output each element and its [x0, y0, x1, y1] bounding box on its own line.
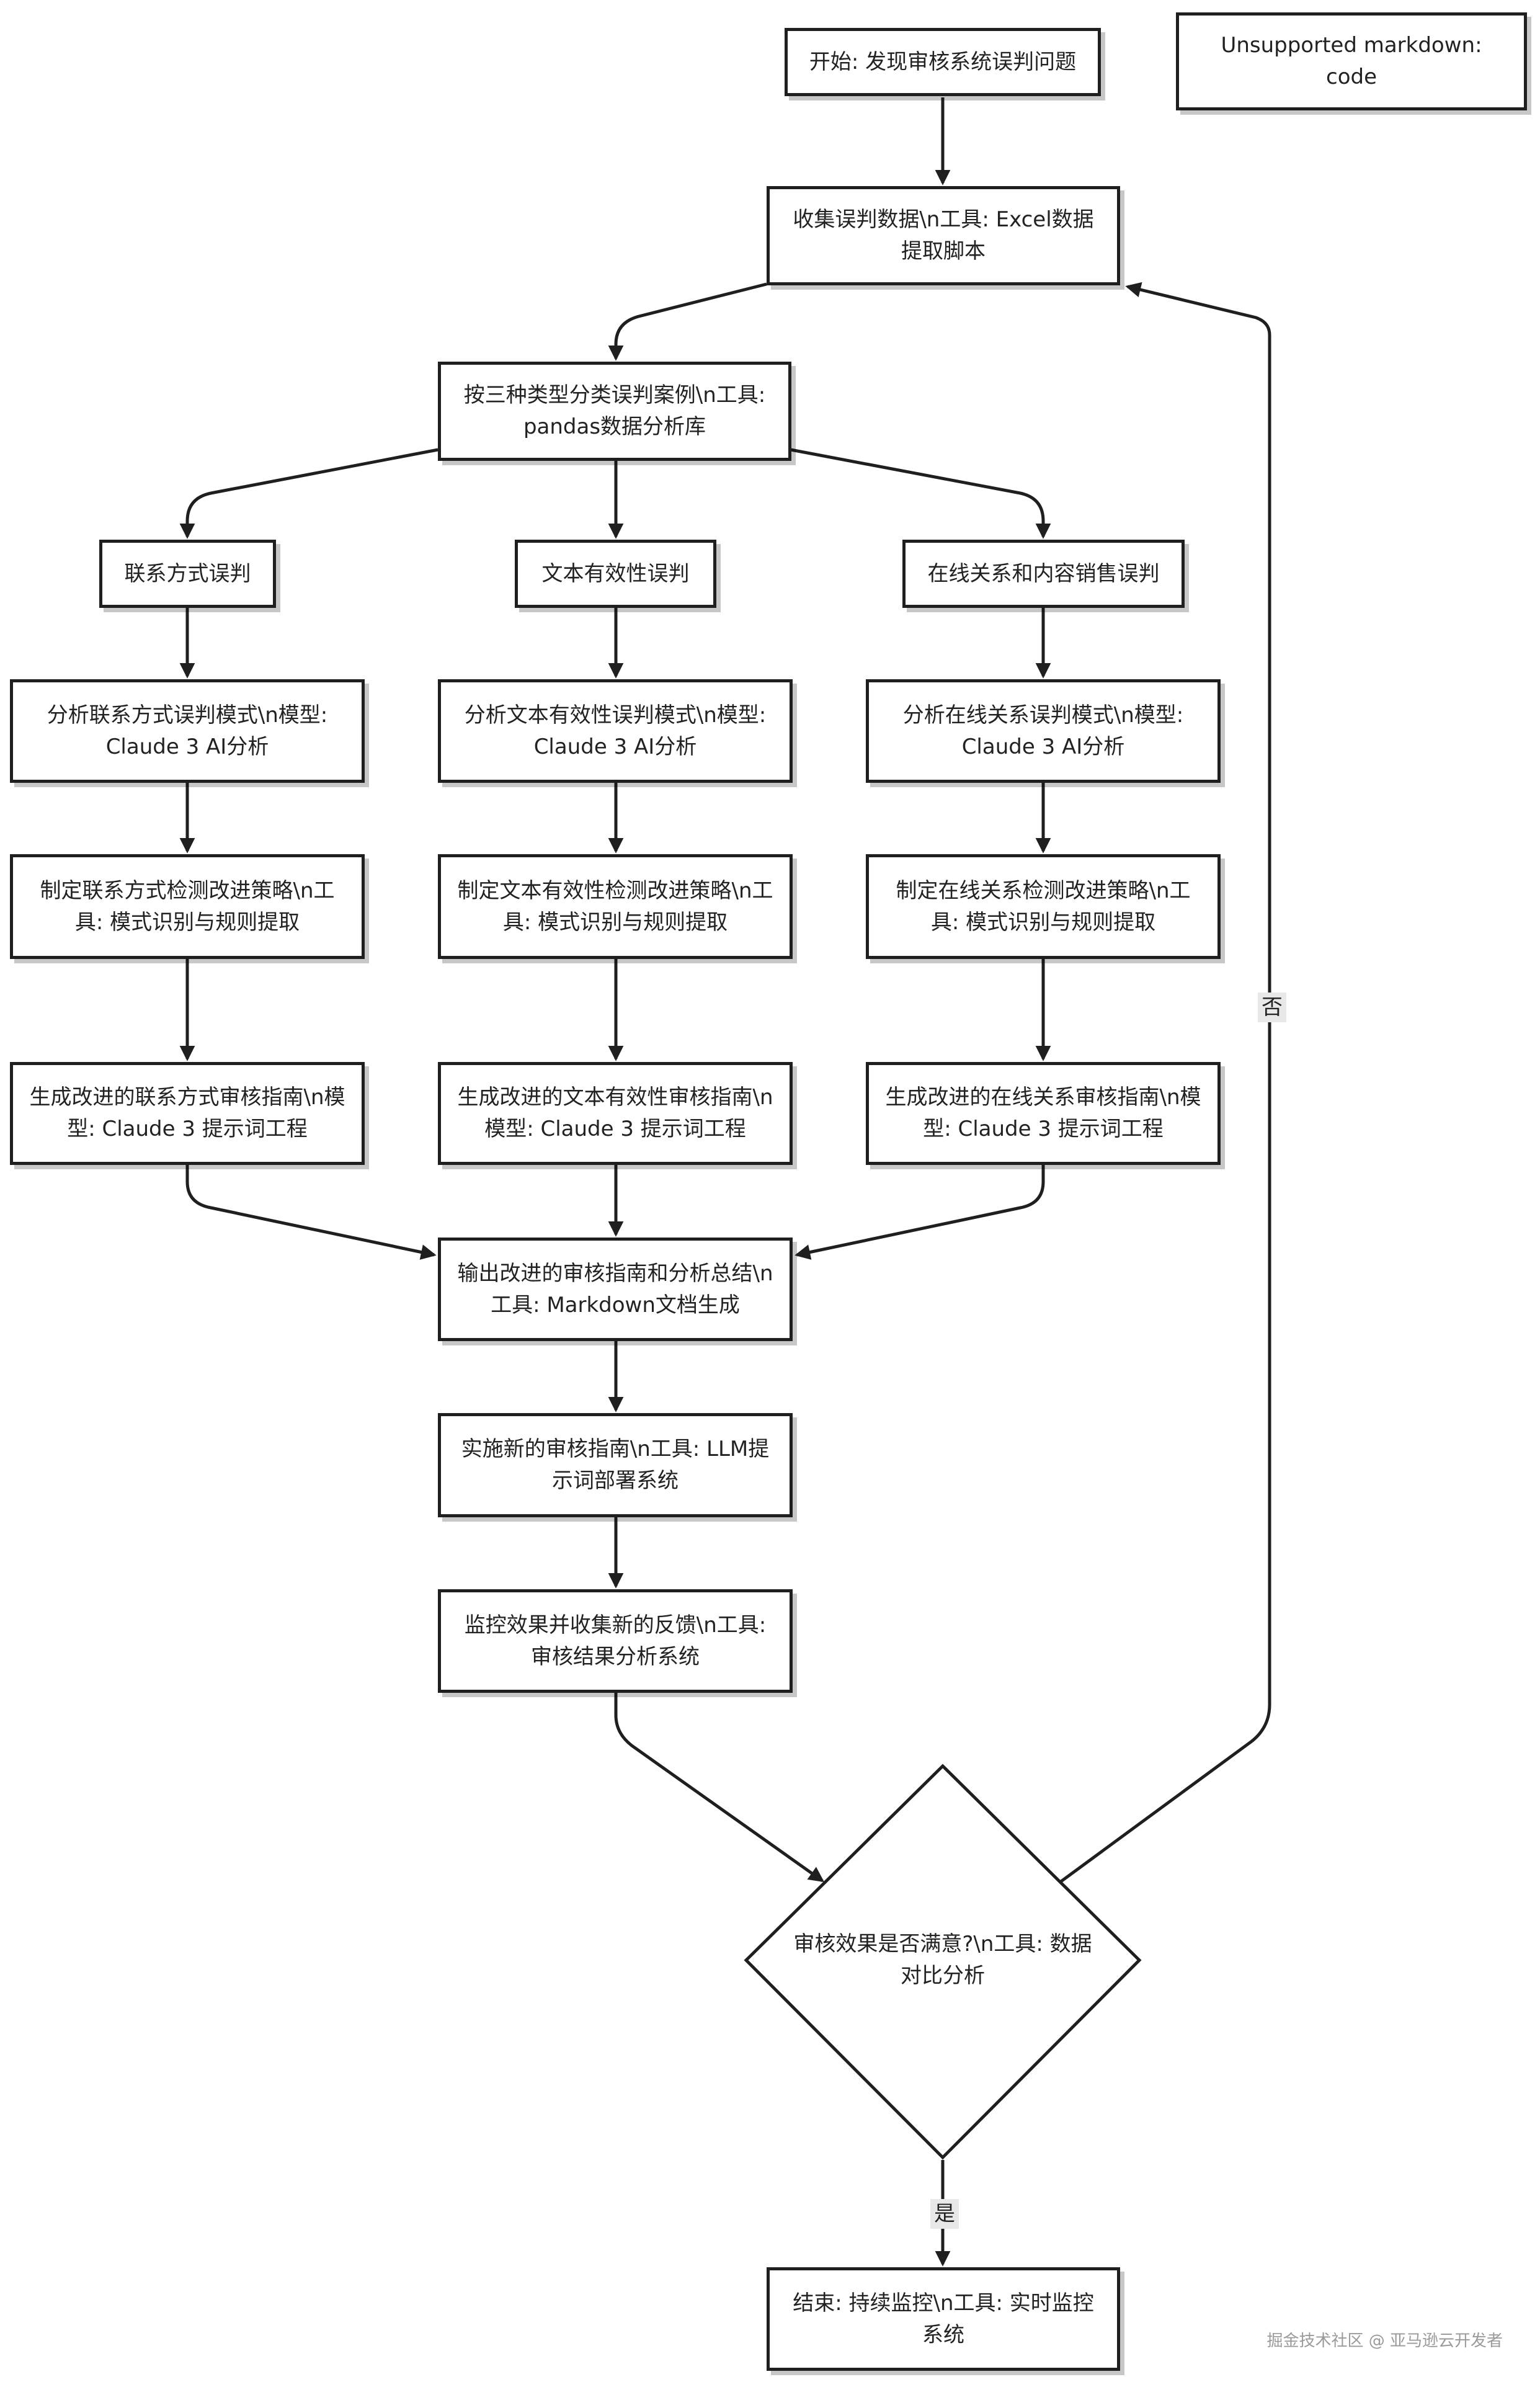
monitor-node: 监控效果并收集新的反馈\n工具: 审核结果分析系统	[438, 1589, 793, 1693]
edge-label-yes: 是	[930, 2199, 959, 2229]
analyze-online-node: 分析在线关系误判模式\n模型: Claude 3 AI分析	[866, 679, 1221, 783]
edge-monitor-decision	[614, 1693, 825, 1883]
strategy-online-node: 制定在线关系检测改进策略\n工具: 模式识别与规则提取	[866, 854, 1221, 959]
guide-online-node: 生成改进的在线关系审核指南\n模型: Claude 3 提示词工程	[866, 1062, 1221, 1165]
decision-label-text: 审核效果是否满意?\n工具: 数据对比分析	[793, 1932, 1092, 1988]
guide-online-label: 生成改进的在线关系审核指南\n模型: Claude 3 提示词工程	[885, 1085, 1201, 1141]
strategy-online-label: 制定在线关系检测改进策略\n工具: 模式识别与规则提取	[896, 878, 1191, 935]
output-label: 输出改进的审核指南和分析总结\n工具: Markdown文档生成	[457, 1260, 773, 1318]
decision-label: 审核效果是否满意?\n工具: 数据对比分析	[791, 1895, 1095, 2025]
implement-node: 实施新的审核指南\n工具: LLM提示词部署系统	[438, 1413, 793, 1517]
start-node: 开始: 发现审核系统误判问题	[785, 28, 1101, 96]
edge-decision-collect-no	[1058, 282, 1271, 1885]
collect-data-label: 收集误判数据\n工具: Excel数据提取脚本	[793, 207, 1094, 264]
analyze-text-label: 分析文本有效性误判模式\n模型: Claude 3 AI分析	[464, 702, 767, 759]
analyze-contact-node: 分析联系方式误判模式\n模型: Claude 3 AI分析	[10, 679, 365, 783]
implement-label: 实施新的审核指南\n工具: LLM提示词部署系统	[461, 1437, 770, 1493]
guide-text-node: 生成改进的文本有效性审核指南\n模型: Claude 3 提示词工程	[438, 1062, 793, 1165]
analyze-contact-label: 分析联系方式误判模式\n模型: Claude 3 AI分析	[47, 702, 328, 759]
category-contact-label: 联系方式误判	[124, 561, 251, 586]
analyze-online-label: 分析在线关系误判模式\n模型: Claude 3 AI分析	[902, 702, 1184, 759]
strategy-contact-label: 制定联系方式检测改进策略\n工具: 模式识别与规则提取	[40, 878, 335, 935]
category-online-label: 在线关系和内容销售误判	[927, 561, 1160, 586]
classify-node: 按三种类型分类误判案例\n工具: pandas数据分析库	[438, 362, 791, 461]
edge-guide-output-contact	[185, 1165, 437, 1260]
guide-contact-node: 生成改进的联系方式审核指南\n模型: Claude 3 提示词工程	[10, 1062, 365, 1165]
start-node-label: 开始: 发现审核系统误判问题	[809, 49, 1077, 74]
collect-data-node: 收集误判数据\n工具: Excel数据提取脚本	[767, 186, 1120, 285]
strategy-text-label: 制定文本有效性检测改进策略\n工具: 模式识别与规则提取	[457, 878, 773, 935]
edge-collect-classify	[608, 282, 767, 361]
edge-classify-online	[790, 448, 1051, 539]
classify-label: 按三种类型分类误判案例\n工具: pandas数据分析库	[463, 383, 766, 439]
end-node: 结束: 持续监控\n工具: 实时监控系统	[767, 2267, 1120, 2371]
category-text-label: 文本有效性误判	[541, 561, 690, 586]
strategy-contact-node: 制定联系方式检测改进策略\n工具: 模式识别与规则提取	[10, 854, 365, 959]
unsupported-markdown-node: Unsupported markdown: code	[1176, 12, 1527, 110]
end-node-label: 结束: 持续监控\n工具: 实时监控系统	[793, 2290, 1094, 2347]
strategy-text-node: 制定文本有效性检测改进策略\n工具: 模式识别与规则提取	[438, 854, 793, 959]
unsupported-markdown-label: Unsupported markdown: code	[1221, 33, 1482, 89]
edge-classify-contact	[179, 448, 438, 539]
decision-diamond	[744, 1764, 1142, 2160]
edge-label-no: 否	[1258, 993, 1286, 1022]
category-contact-node: 联系方式误判	[99, 540, 276, 608]
category-online-node: 在线关系和内容销售误判	[902, 540, 1185, 608]
guide-contact-label: 生成改进的联系方式审核指南\n模型: Claude 3 提示词工程	[29, 1085, 345, 1141]
category-text-node: 文本有效性误判	[515, 540, 716, 608]
edge-guide-output-online	[794, 1165, 1045, 1260]
guide-text-label: 生成改进的文本有效性审核指南\n模型: Claude 3 提示词工程	[457, 1085, 773, 1141]
analyze-text-node: 分析文本有效性误判模式\n模型: Claude 3 AI分析	[438, 679, 793, 783]
output-node: 输出改进的审核指南和分析总结\n工具: Markdown文档生成	[438, 1238, 793, 1341]
watermark: 掘金技术社区 @ 亚马逊云开发者	[1266, 2332, 1503, 2350]
monitor-label: 监控效果并收集新的反馈\n工具: 审核结果分析系统	[464, 1612, 767, 1669]
